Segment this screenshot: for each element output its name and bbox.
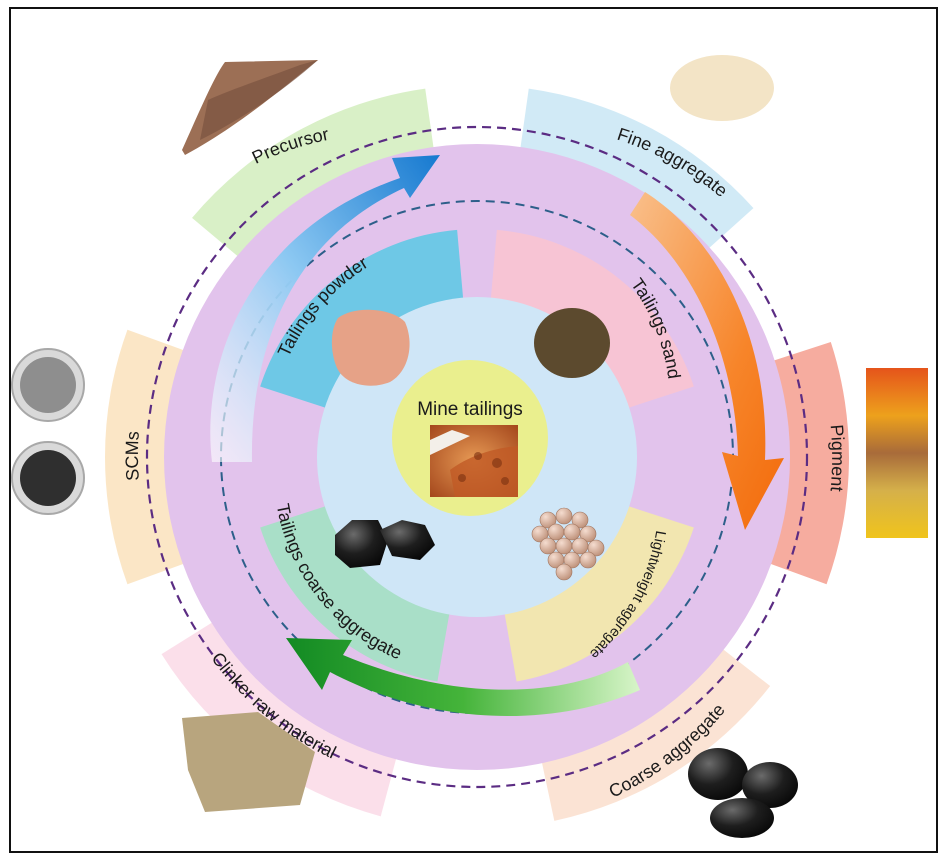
lightweight-aggregate-ball xyxy=(571,511,589,529)
green-cycle-arrow xyxy=(286,638,640,717)
blue-cycle-arrow xyxy=(210,155,440,462)
outer-band-sectors xyxy=(104,88,849,821)
lightweight-aggregate-ball xyxy=(555,507,573,525)
lightweight-aggregate-ball xyxy=(539,537,557,555)
lightweight-aggregate-ball xyxy=(579,525,597,543)
coarse-aggregate-band xyxy=(535,630,771,821)
lightweight-aggregate-ball xyxy=(539,511,557,529)
lightweight-aggregate-ball xyxy=(555,563,573,581)
mine-tailings-photo xyxy=(430,425,518,497)
precursor-band xyxy=(192,88,438,276)
label-scms: SCMs xyxy=(122,431,143,482)
label-pigment: Pigment xyxy=(827,424,849,493)
coarse-aggregate-photo xyxy=(688,748,798,838)
clinker-raw-material-band xyxy=(161,606,405,817)
lightweight-aggregate-ball xyxy=(555,537,573,555)
lightweight-aggregate-band xyxy=(503,503,694,682)
orange-cycle-arrow xyxy=(630,192,784,530)
tailings-powder-photo xyxy=(331,309,410,386)
scms-photo xyxy=(11,348,85,515)
fine-aggregate-photo xyxy=(670,55,774,121)
precursor-photo-shade xyxy=(200,60,318,140)
lightweight-aggregate-ball xyxy=(547,523,565,541)
pigment-photo xyxy=(866,368,928,538)
tailings-sand-photo xyxy=(534,308,610,378)
lightweight-aggregate-ball xyxy=(587,539,605,557)
lightweight-aggregate-ball xyxy=(579,551,597,569)
clinker-raw-material-photo xyxy=(182,712,315,812)
scms-text: SCMs xyxy=(122,431,143,482)
tailings-coarse-aggregate-band xyxy=(260,503,451,682)
pigment-text: Pigment xyxy=(827,424,849,493)
outer-dashed-circle xyxy=(145,125,809,789)
lightweight-aggregate-photo xyxy=(531,507,605,581)
tailings-coarse-aggregate-photo xyxy=(335,520,435,568)
lightweight-aggregate-ball xyxy=(571,537,589,555)
center-label: Mine tailings xyxy=(417,399,523,420)
lightweight-aggregate-ball xyxy=(563,523,581,541)
fine-aggregate-band xyxy=(516,88,754,269)
